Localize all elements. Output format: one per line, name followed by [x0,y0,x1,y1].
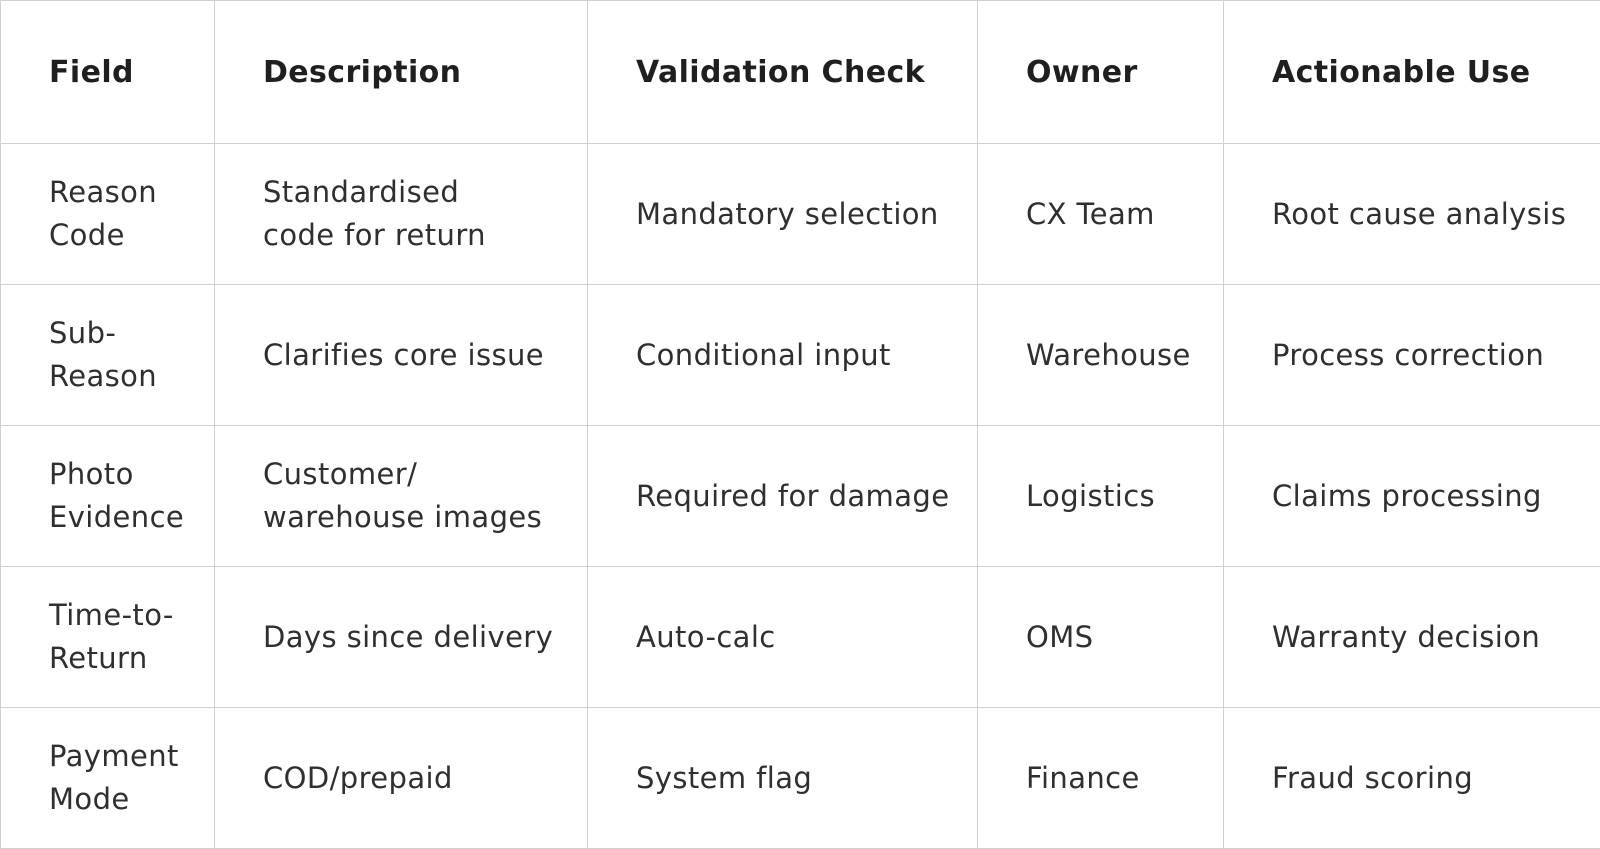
cell-description: Days since delivery [214,566,588,708]
cell-validation-check: Conditional input [587,284,978,426]
cell-field: Payment Mode [0,707,215,849]
cell-description: Standardised code for return [214,143,588,285]
cell-owner: CX Team [977,143,1224,285]
table-row: Payment Mode COD/prepaid System flag Fin… [0,707,1600,849]
header-owner: Owner [977,0,1224,144]
cell-actionable-use: Fraud scoring [1223,707,1600,849]
table-row: Time-to- Return Days since delivery Auto… [0,566,1600,708]
cell-field: Time-to- Return [0,566,215,708]
cell-field: Sub- Reason [0,284,215,426]
cell-owner: OMS [977,566,1224,708]
cell-description: Customer/ warehouse images [214,425,588,567]
cell-validation-check: System flag [587,707,978,849]
table-row: Photo Evidence Customer/ warehouse image… [0,425,1600,567]
cell-description: Clarifies core issue [214,284,588,426]
cell-owner: Finance [977,707,1224,849]
cell-field: Photo Evidence [0,425,215,567]
header-actionable-use: Actionable Use [1223,0,1600,144]
table-row: Sub- Reason Clarifies core issue Conditi… [0,284,1600,426]
header-description: Description [214,0,588,144]
cell-actionable-use: Warranty decision [1223,566,1600,708]
cell-owner: Warehouse [977,284,1224,426]
cell-field: Reason Code [0,143,215,285]
header-field: Field [0,0,215,144]
header-validation-check: Validation Check [587,0,978,144]
cell-validation-check: Required for damage [587,425,978,567]
cell-actionable-use: Root cause analysis [1223,143,1600,285]
cell-actionable-use: Claims processing [1223,425,1600,567]
cell-validation-check: Mandatory selection [587,143,978,285]
cell-description: COD/prepaid [214,707,588,849]
cell-validation-check: Auto-calc [587,566,978,708]
cell-owner: Logistics [977,425,1224,567]
table-row: Reason Code Standardised code for return… [0,143,1600,285]
cell-actionable-use: Process correction [1223,284,1600,426]
table-header-row: Field Description Validation Check Owner… [0,0,1600,144]
